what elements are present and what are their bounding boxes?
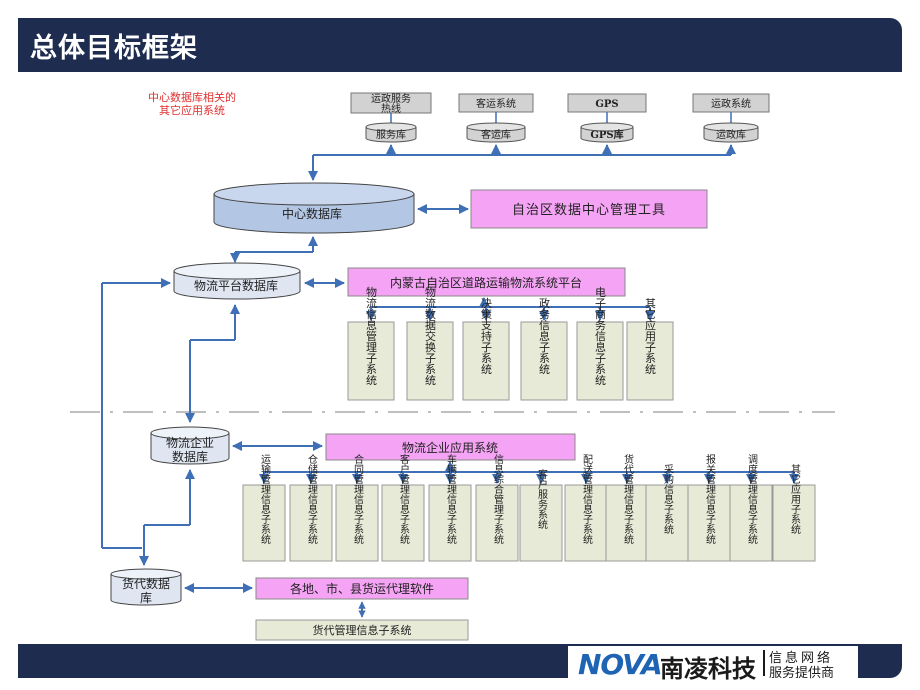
enterprise-system-label: 物流企业应用系统 [402, 440, 498, 455]
small-database: 服务库 [365, 122, 417, 143]
subsystem-label: 其它应用子系统 [644, 297, 657, 374]
freight-subsystem-label: 货代管理信息子系统 [313, 623, 412, 637]
platform-database-label: 物流平台数据库 [194, 278, 278, 293]
small-database-label: 运政库 [716, 128, 746, 141]
subsystem-label: 调度管理信息子系统 [746, 454, 758, 544]
subsystem-box [406, 321, 454, 401]
freight-database-label: 库 [140, 590, 152, 605]
enterprise-database: 物流企业 数据库 [150, 426, 230, 465]
platform-subsystem-bus [371, 297, 650, 308]
connector-enterprise-freight [139, 469, 195, 566]
subsystem-label: 客户管理信息子系统 [398, 453, 410, 544]
top-system-label: 热线 [381, 102, 401, 115]
subsystem-box [772, 484, 816, 562]
note-line-1: 中心数据库相关的 [148, 90, 236, 104]
top-bus-connector [308, 144, 736, 181]
freight-database-label: 货代数据 [122, 576, 170, 591]
subsystem-label: 政务信息子系统 [538, 296, 551, 374]
subsystem-label: 其它应用子系统 [789, 464, 801, 534]
platform-subsystems: 物流信息管理子系统 物流数据交换子系统 决策支持子系统 政务信息子系统 电子商务信息子系… [347, 285, 674, 401]
platform-database: 物流平台数据库 [173, 262, 301, 300]
subsystem-box [645, 484, 689, 562]
top-system-box: 运政服务 热线 [350, 92, 432, 115]
subsystem-box [687, 484, 731, 562]
subsystem-box [626, 321, 674, 401]
connector-central-platform [230, 236, 318, 263]
platform-system-box: 内蒙古自治区道路运输物流系统平台 [347, 267, 626, 297]
subsystem-label: 决策支持子系统 [480, 297, 493, 374]
subsystem-box [289, 484, 333, 562]
top-system-label: 客运系统 [476, 97, 516, 110]
subsystem-box [381, 484, 425, 562]
subsystem-box [347, 321, 395, 401]
subsystem-label: 物流信息管理子系统 [365, 285, 378, 385]
subsystem-label: 车辆管理信息子系统 [445, 453, 457, 544]
subsystem-box [428, 484, 472, 562]
small-database: 客运库 [466, 122, 526, 143]
enterprise-subsystems: 运输管理信息子系统 仓储管理信息子系统 合同管理信息子系统 客户管理信息子系统 车辆管理… [242, 453, 816, 562]
enterprise-database-label: 数据库 [172, 449, 208, 464]
subsystem-box [519, 484, 563, 562]
subsystem-label: 客户服务系统 [536, 468, 548, 529]
subsystem-box [242, 484, 286, 562]
top-system-box: 客运系统 [458, 93, 534, 113]
freight-database: 货代数据 库 [110, 568, 182, 606]
small-database-label: 服务库 [376, 128, 406, 141]
central-database: 中心数据库 [213, 182, 415, 234]
subsystem-box [475, 484, 519, 562]
subsystem-box [605, 484, 649, 562]
central-tool-box: 自治区数据中心管理工具 [470, 189, 708, 229]
top-system-label: GPS [595, 99, 618, 110]
subsystem-label: 电子商务信息子系统 [594, 286, 607, 385]
subsystem-label: 配送管理信息子系统 [581, 454, 593, 544]
top-system-box: GPS [567, 93, 647, 113]
central-tool-label: 自治区数据中心管理工具 [512, 203, 666, 218]
subsystem-label: 物流数据交换子系统 [424, 285, 437, 385]
subsystem-label: 仓储管理信息子系统 [306, 453, 318, 544]
subsystem-label: 运输管理信息子系统 [259, 454, 271, 544]
logo-tagline-2: 服务提供商 [769, 666, 835, 681]
top-system-box: 运政系统 [692, 93, 770, 113]
subsystem-box [729, 484, 773, 562]
subsystem-box [564, 484, 608, 562]
top-system-label: 运政服务 [371, 92, 411, 105]
small-database: GPS库 [580, 122, 634, 143]
subsystem-label: 采购信息子系统 [662, 464, 674, 534]
central-database-label: 中心数据库 [282, 206, 342, 221]
logo-company-name: 南凌科技 [660, 655, 756, 683]
company-logo: NOVA 南凌科技 信息网络 服务提供商 [568, 646, 858, 683]
header-bar: 总体目标框架 [18, 18, 902, 72]
connector-freight-platform [101, 278, 171, 549]
enterprise-database-label: 物流企业 [166, 435, 214, 450]
small-database-label: GPS库 [590, 128, 623, 141]
logo-divider [763, 650, 765, 676]
platform-system-label: 内蒙古自治区道路运输物流系统平台 [390, 275, 582, 290]
logo-tagline-1: 信息网络 [769, 651, 834, 666]
subsystem-box [462, 321, 510, 401]
freight-software-label: 各地、市、县货运代理软件 [290, 581, 434, 596]
logo-brand: NOVA [578, 648, 663, 681]
subsystem-box [576, 321, 624, 401]
small-database-label: 客运库 [481, 128, 511, 141]
subsystem-box [520, 321, 568, 401]
enterprise-subsystem-bus [264, 461, 794, 473]
subsystem-label: 报关管理信息子系统 [704, 453, 716, 544]
note-line-2: 其它应用系统 [159, 103, 225, 117]
small-database: 运政库 [703, 122, 759, 143]
subsystem-label: 合同管理信息子系统 [352, 453, 364, 544]
top-system-label: 运政系统 [711, 97, 751, 110]
freight-software-box: 各地、市、县货运代理软件 [255, 577, 469, 600]
subsystem-label: 信息综合管理子系统 [492, 454, 504, 544]
freight-subsystem-box: 货代管理信息子系统 [255, 619, 469, 641]
enterprise-system-box: 物流企业应用系统 [325, 433, 576, 461]
page-title: 总体目标框架 [30, 33, 198, 64]
subsystem-box [335, 484, 379, 562]
subsystem-label: 货代管理信息子系统 [622, 453, 634, 544]
connector-platform-enterprise [185, 304, 240, 423]
